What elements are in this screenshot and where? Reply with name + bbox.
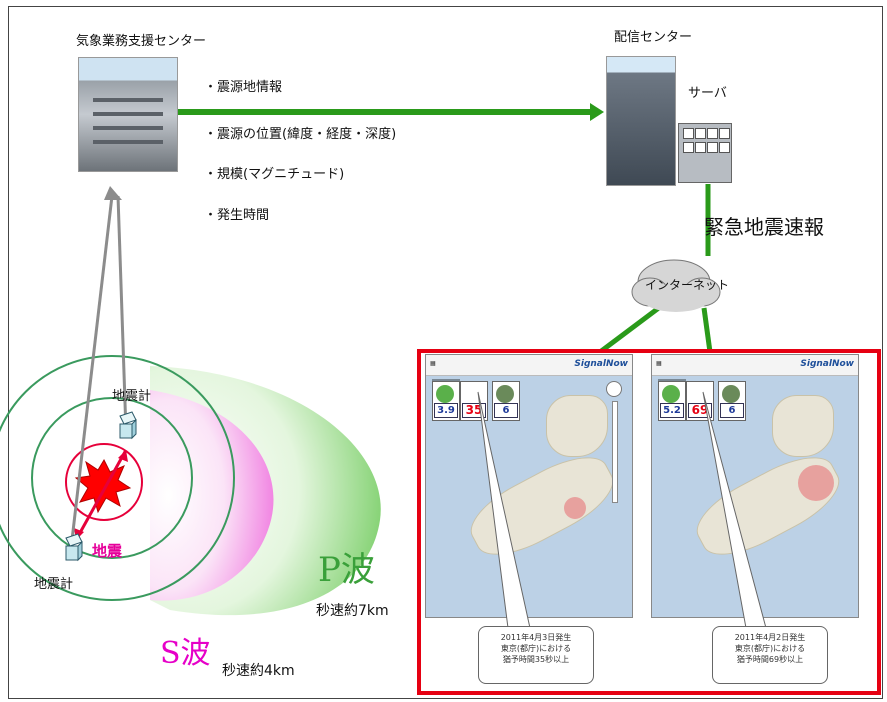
map-landmass — [772, 395, 834, 457]
magnitude-value: 3.9 — [434, 403, 458, 418]
info-item-time: ・発生時間 — [204, 208, 270, 223]
intensity-value: 6 — [720, 403, 744, 418]
distribution-building-image — [606, 56, 676, 186]
countdown-value: 35 — [462, 403, 486, 418]
wave-ring-middle — [31, 397, 193, 559]
callout-lead-time: 猶予時間69秒以上 — [736, 655, 804, 664]
callout-date: 2011年4月3日発生 — [500, 633, 572, 642]
magnitude-gauge: 3.9 — [432, 381, 460, 421]
callout-screen-2: 2011年4月2日発生 東京(都庁)における 猶予時間69秒以上 — [712, 626, 828, 684]
outer-frame — [8, 6, 883, 699]
signalnow-screen-1: ▦ SignalNow ▭ 3.9 35 6 — [425, 354, 633, 618]
countdown-value: 69 — [688, 403, 712, 418]
s-wave-speed: 秒速約4km — [222, 663, 295, 679]
signalnow-logo: SignalNow — [574, 359, 628, 369]
signalnow-screen-2: ▦ SignalNow ▭ 5.2 69 6 — [651, 354, 859, 618]
jma-label: 気象業務支援センター — [76, 34, 207, 49]
screen-header: ▦ SignalNow — [426, 355, 632, 376]
callout-screen-1: 2011年4月3日発生 東京(都庁)における 猶予時間35秒以上 — [478, 626, 594, 684]
callout-location: 東京(都庁)における — [500, 644, 572, 653]
map-landmass — [460, 442, 624, 570]
seismometer-cube-lower — [65, 533, 83, 562]
info-item-epicenter: ・震源地情報 — [204, 80, 283, 95]
info-item-position: ・震源の位置(緯度・経度・深度) — [204, 127, 397, 142]
earthquake-label: 地震 — [92, 542, 123, 560]
screen-header: ▦ SignalNow — [652, 355, 858, 376]
countdown-gauge: 35 — [460, 381, 488, 421]
server-label: サーバ — [688, 86, 727, 101]
intensity-value: 6 — [494, 403, 518, 418]
magnitude-gauge: 5.2 — [658, 381, 686, 421]
internet-label: インターネット — [645, 278, 730, 292]
internet-cloud — [631, 259, 721, 312]
jma-building-image — [78, 57, 178, 172]
earthquake-burst — [74, 458, 132, 514]
map-landmass — [686, 442, 850, 570]
callout-location: 東京(都庁)における — [734, 644, 806, 653]
seismometer-label-upper: 地震計 — [112, 389, 152, 404]
server-icon — [678, 123, 732, 183]
epicenter-marker — [564, 497, 586, 519]
s-wave-shape — [150, 390, 274, 601]
callout-date: 2011年4月2日発生 — [734, 633, 806, 642]
distribution-label: 配信センター — [614, 30, 693, 45]
seismometer-label-lower: 地震計 — [34, 577, 74, 592]
seismometer-cube-upper — [119, 411, 137, 440]
intensity-gauge: 6 — [718, 381, 746, 421]
epicenter-marker — [798, 465, 834, 501]
map-landmass — [546, 395, 608, 457]
wave-ring-outer — [0, 355, 235, 601]
magnitude-value: 5.2 — [660, 403, 684, 418]
intensity-gauge: 6 — [492, 381, 520, 421]
brand-logo-icon: ▦ — [656, 360, 662, 367]
map-zoom-slider[interactable] — [612, 401, 618, 503]
s-wave-label: S波 — [160, 636, 211, 671]
callout-lead-time: 猶予時間35秒以上 — [502, 655, 570, 664]
countdown-gauge: 69 — [686, 381, 714, 421]
signalnow-logo: SignalNow — [800, 359, 854, 369]
info-item-magnitude: ・規模(マグニチュード) — [204, 167, 345, 182]
earthquake-ring — [65, 443, 143, 521]
brand-logo-icon: ▦ — [430, 360, 436, 367]
p-wave-speed: 秒速約7km — [316, 603, 389, 619]
map-pan-control[interactable] — [606, 381, 622, 397]
p-wave-label: P波 — [318, 550, 375, 590]
eew-label: 緊急地震速報 — [704, 215, 824, 239]
